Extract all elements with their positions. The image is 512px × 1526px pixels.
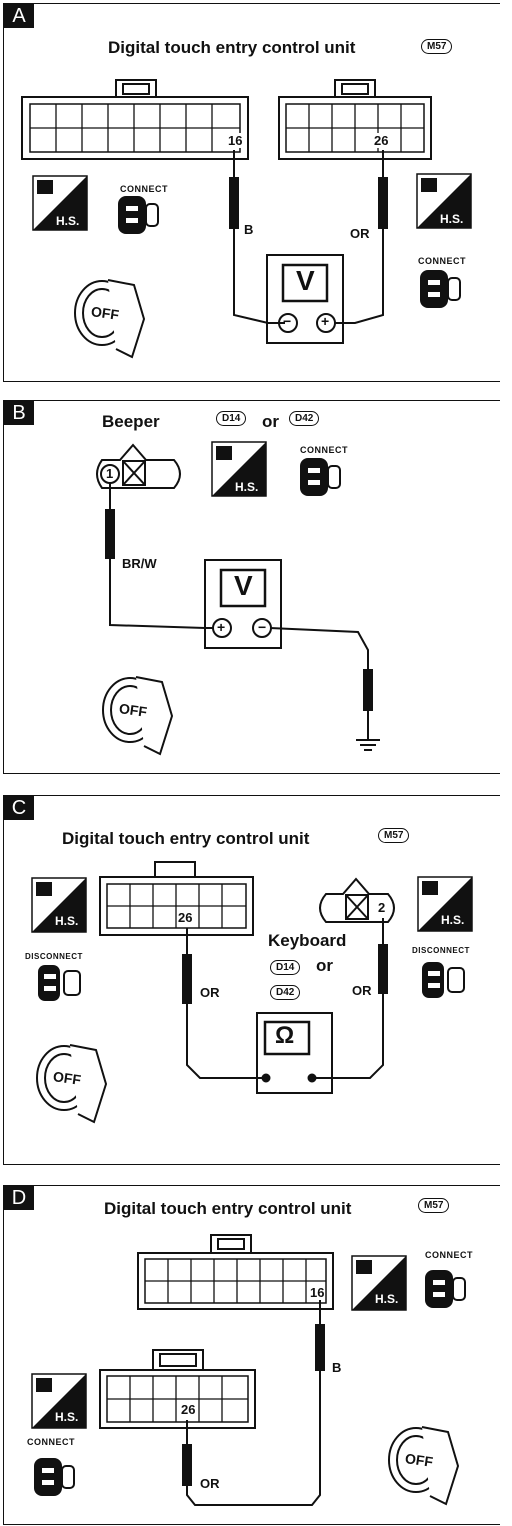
panel-a-connector-code: M57 xyxy=(421,39,453,54)
panel-d-hs-label-2: H.S. xyxy=(55,1410,79,1424)
panel-d-connect-label-2: CONNECT xyxy=(27,1437,75,1447)
panel-a-wire-right: OR xyxy=(350,226,370,241)
panel-c-hs-label: H.S. xyxy=(55,914,79,928)
panel-b-title: Beeper xyxy=(102,412,160,431)
panel-c-hs-label-2: H.S. xyxy=(441,913,465,927)
panel-c-disconnect-label-2: DISCONNECT xyxy=(412,946,470,955)
panel-a-pin-left: 16 xyxy=(227,133,244,148)
panel-c-or: or xyxy=(316,956,333,975)
panel-a-plus: + xyxy=(321,313,330,329)
hs-icons xyxy=(31,173,473,1429)
panel-b-code-2: D42 xyxy=(289,411,320,426)
panel-d-hs-label: H.S. xyxy=(375,1292,399,1306)
panel-a-hs-label: H.S. xyxy=(56,214,80,228)
panel-a-minus: − xyxy=(283,313,292,329)
panel-a-title: Digital touch entry control unit xyxy=(108,38,356,57)
panel-d-connect-label: CONNECT xyxy=(425,1250,473,1260)
panel-b-or: or xyxy=(262,412,279,431)
panel-c-code-1: D14 xyxy=(270,960,301,975)
panel-a: A xyxy=(3,3,500,382)
panel-c-letter: C xyxy=(4,796,34,820)
panel-a-connect-label-2: CONNECT xyxy=(418,256,466,266)
panel-c: C xyxy=(3,795,500,1165)
panel-b-wire: BR/W xyxy=(122,556,157,571)
panel-d-pin-top: 16 xyxy=(309,1285,326,1300)
panel-c-wire-right: OR xyxy=(352,983,372,998)
panel-c-pin-unit: 26 xyxy=(177,910,194,925)
panel-d-wire-bottom: OR xyxy=(200,1476,220,1491)
panel-a-hs-label-2: H.S. xyxy=(440,212,464,226)
panel-c-meter-label: Ω xyxy=(275,1022,295,1049)
panel-a-wire-left: B xyxy=(244,222,254,237)
panel-c-code-2: D42 xyxy=(270,985,301,1000)
panel-a-connect-label: CONNECT xyxy=(120,184,168,194)
panel-c-title: Digital touch entry control unit xyxy=(62,829,310,848)
panel-b-code-1: D14 xyxy=(216,411,247,426)
panel-b-hs-label: H.S. xyxy=(235,480,259,494)
panel-a-pin-right: 26 xyxy=(373,133,390,148)
panel-a-letter: A xyxy=(4,4,34,28)
panel-d-pin-bottom: 26 xyxy=(180,1402,197,1417)
panel-a-meter-label: V xyxy=(296,265,315,296)
panel-c-wire-left: OR xyxy=(200,985,220,1000)
panel-d-title: Digital touch entry control unit xyxy=(104,1199,352,1218)
panel-d-connector-code: M57 xyxy=(418,1198,450,1213)
panel-b-meter-label: V xyxy=(234,570,253,601)
ignition-key-icons xyxy=(36,279,460,1506)
panel-c-connector-code: M57 xyxy=(378,828,410,843)
panel-b: B xyxy=(3,400,500,774)
panel-b-pin: 1 xyxy=(106,466,114,481)
panel-b-letter: B xyxy=(4,401,34,425)
panel-b-minus: − xyxy=(258,619,267,635)
panel-d: D xyxy=(3,1185,500,1525)
plug-icons xyxy=(34,196,466,1496)
panel-b-plus: + xyxy=(217,619,226,635)
panel-d-wire-top: B xyxy=(332,1360,342,1375)
panel-c-keyboard: Keyboard xyxy=(268,931,347,950)
panel-c-disconnect-label: DISCONNECT xyxy=(25,952,83,961)
panel-c-pin-keyboard: 2 xyxy=(378,900,386,915)
panel-d-letter: D xyxy=(4,1186,34,1210)
panel-b-connect-label: CONNECT xyxy=(300,445,348,455)
